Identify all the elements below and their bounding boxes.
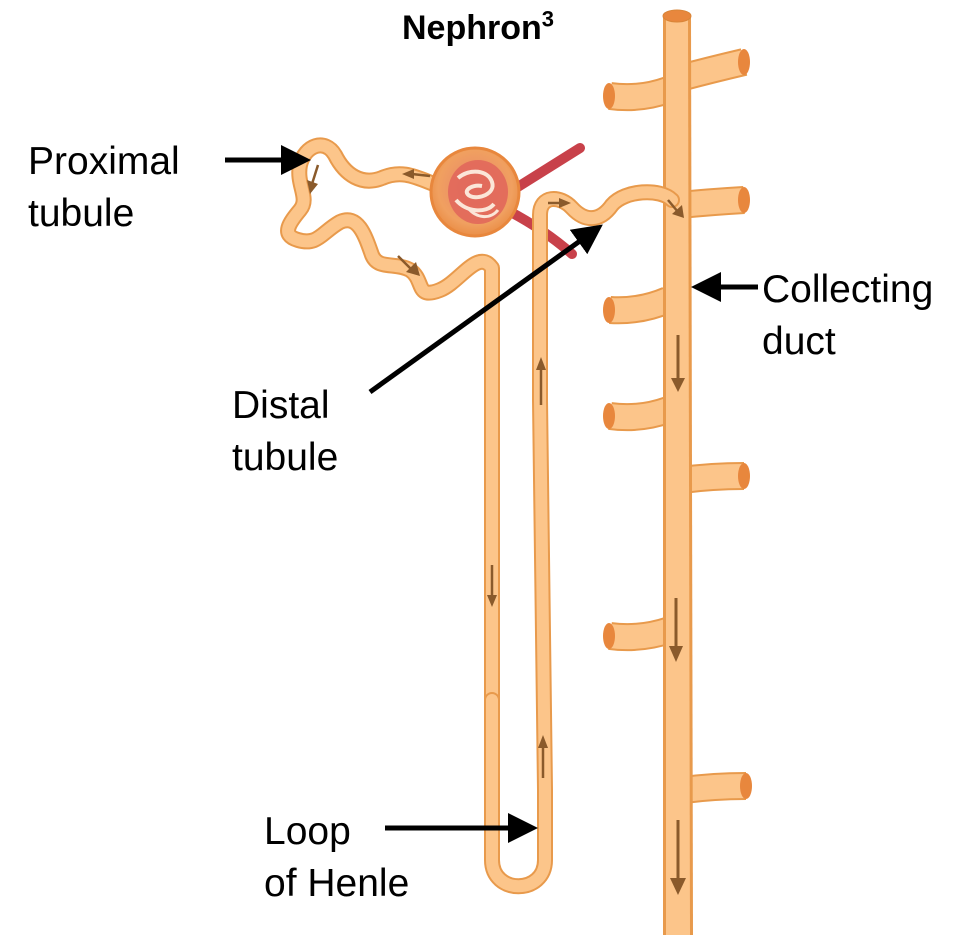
duct-branch-left-3 [603, 403, 668, 429]
diagram-title: Nephron3 [402, 6, 554, 50]
nephron-tubules [288, 145, 684, 886]
label-proximal-tubule: Proximal tubule [28, 136, 180, 240]
loop-label-line2: of Henle [264, 858, 409, 910]
title-superscript: 3 [542, 7, 554, 32]
collecting-label-line1: Collecting [762, 264, 933, 316]
loop-label-line1: Loop [264, 806, 409, 858]
distal-label-line2: tubule [232, 432, 338, 484]
duct-branch-left-1 [603, 83, 668, 109]
label-collecting-duct: Collecting duct [762, 264, 933, 368]
duct-branch-left-4 [603, 623, 670, 649]
glomerulus [431, 148, 519, 236]
proximal-label-line1: Proximal [28, 136, 180, 188]
proximal-tubule-edge [288, 145, 492, 858]
duct-branch-left-2 [603, 297, 668, 323]
duct-branch-right-3 [682, 463, 750, 489]
duct-branch-right-4 [684, 773, 752, 799]
duct-trunk [666, 18, 690, 935]
proximal-tubule [288, 145, 492, 858]
title-text: Nephron [402, 9, 542, 47]
collecting-duct [603, 10, 752, 935]
proximal-label-line2: tubule [28, 188, 180, 240]
label-loop-of-henle: Loop of Henle [264, 806, 409, 910]
distal-label-line1: Distal [232, 380, 338, 432]
collecting-label-line2: duct [762, 316, 933, 368]
duct-top-opening [663, 10, 691, 22]
label-distal-tubule: Distal tubule [232, 380, 338, 484]
